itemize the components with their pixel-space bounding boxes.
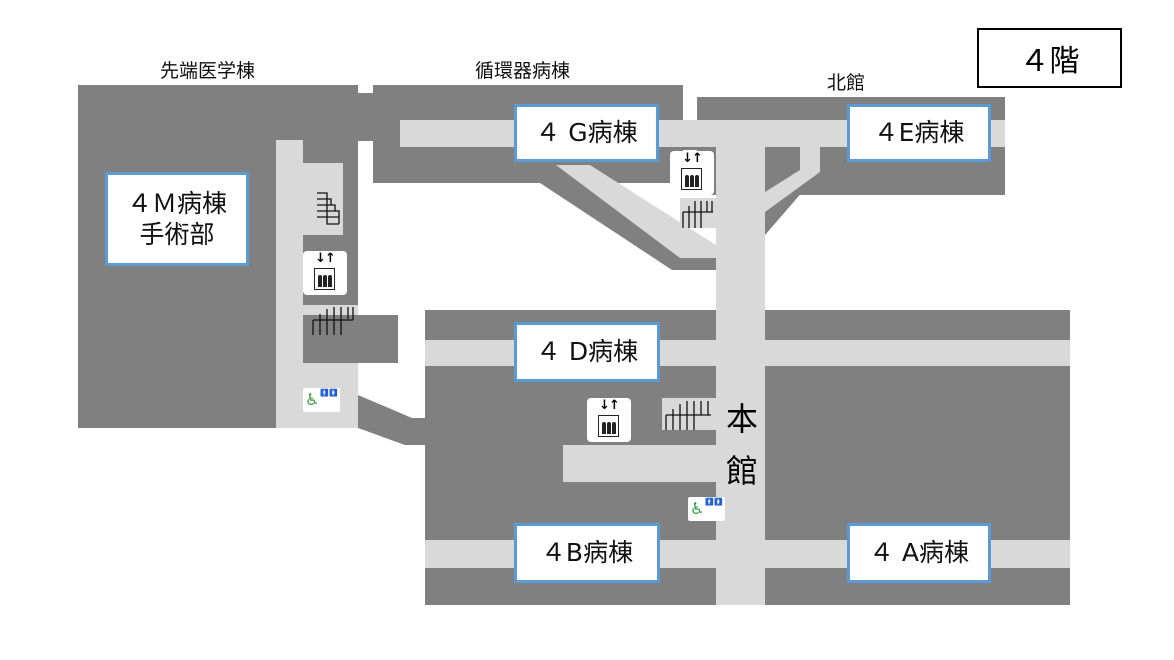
wing-4m-surgery: 手術部 [139,220,215,249]
elevator-arrows: ↓↑ [599,398,620,413]
wing-4a[interactable]: ４ A病棟 [847,523,991,583]
diagonal-corridor-north [765,147,820,212]
stair-area-4m-lower [303,305,358,315]
main-building-char: 本 [725,400,758,438]
accessible-restroom-icon[interactable]: ♿ 🚹🚺 [688,497,725,521]
wheelchair-icon: ♿ [690,499,705,518]
stair-area-g [680,198,716,228]
label-advanced-medicine-building: 先端医学棟 [160,60,256,82]
stair-area-main [662,398,716,430]
label-main-building: 本 館 [722,393,762,497]
stairs-icon [312,307,354,335]
main-building-char: 館 [725,452,758,490]
elevator-icon[interactable]: ↓↑ [670,151,714,195]
restroom-icon: 🚹🚺 [705,498,723,506]
corridor-4m-vertical [276,140,303,428]
wing-4g[interactable]: ４ G病棟 [514,104,659,162]
accessible-restroom-icon[interactable]: ♿ 🚹🚺 [303,388,340,412]
diagonal-connector-west [358,395,425,445]
wing-4d[interactable]: ４ D病棟 [514,322,660,382]
wing-4m[interactable]: ４Ｍ病棟 手術部 [105,172,249,266]
annex-block [303,315,398,363]
elevator-car [314,268,335,290]
stairs-icon [682,201,713,228]
stairs-icon [317,192,340,225]
label-cardiovascular-building: 循環器病棟 [475,60,571,82]
elevator-icon[interactable]: ↓↑ [587,398,631,442]
elevator-arrows: ↓↑ [315,251,336,266]
restroom-icon: 🚹🚺 [320,389,338,397]
wheelchair-icon: ♿ [305,390,320,409]
elevator-icon[interactable]: ↓↑ [303,251,347,295]
floor-indicator: ４階 [977,28,1122,88]
diagonal-connector-north [765,160,830,235]
wing-4m-name: ４Ｍ病棟 [126,188,227,218]
elevator-arrows: ↓↑ [682,151,703,166]
stairs-icons [312,192,713,430]
corridor-inner [563,445,716,482]
elevator-car [598,415,619,437]
stairs-icon [665,401,711,430]
elevator-car [681,168,702,190]
diagonal-corridor-g [556,165,716,258]
wing-4e[interactable]: ４E病棟 [847,104,991,162]
label-north-building: 北館 [827,72,866,94]
wing-4b[interactable]: ４B病棟 [514,523,660,583]
notch [358,85,373,93]
